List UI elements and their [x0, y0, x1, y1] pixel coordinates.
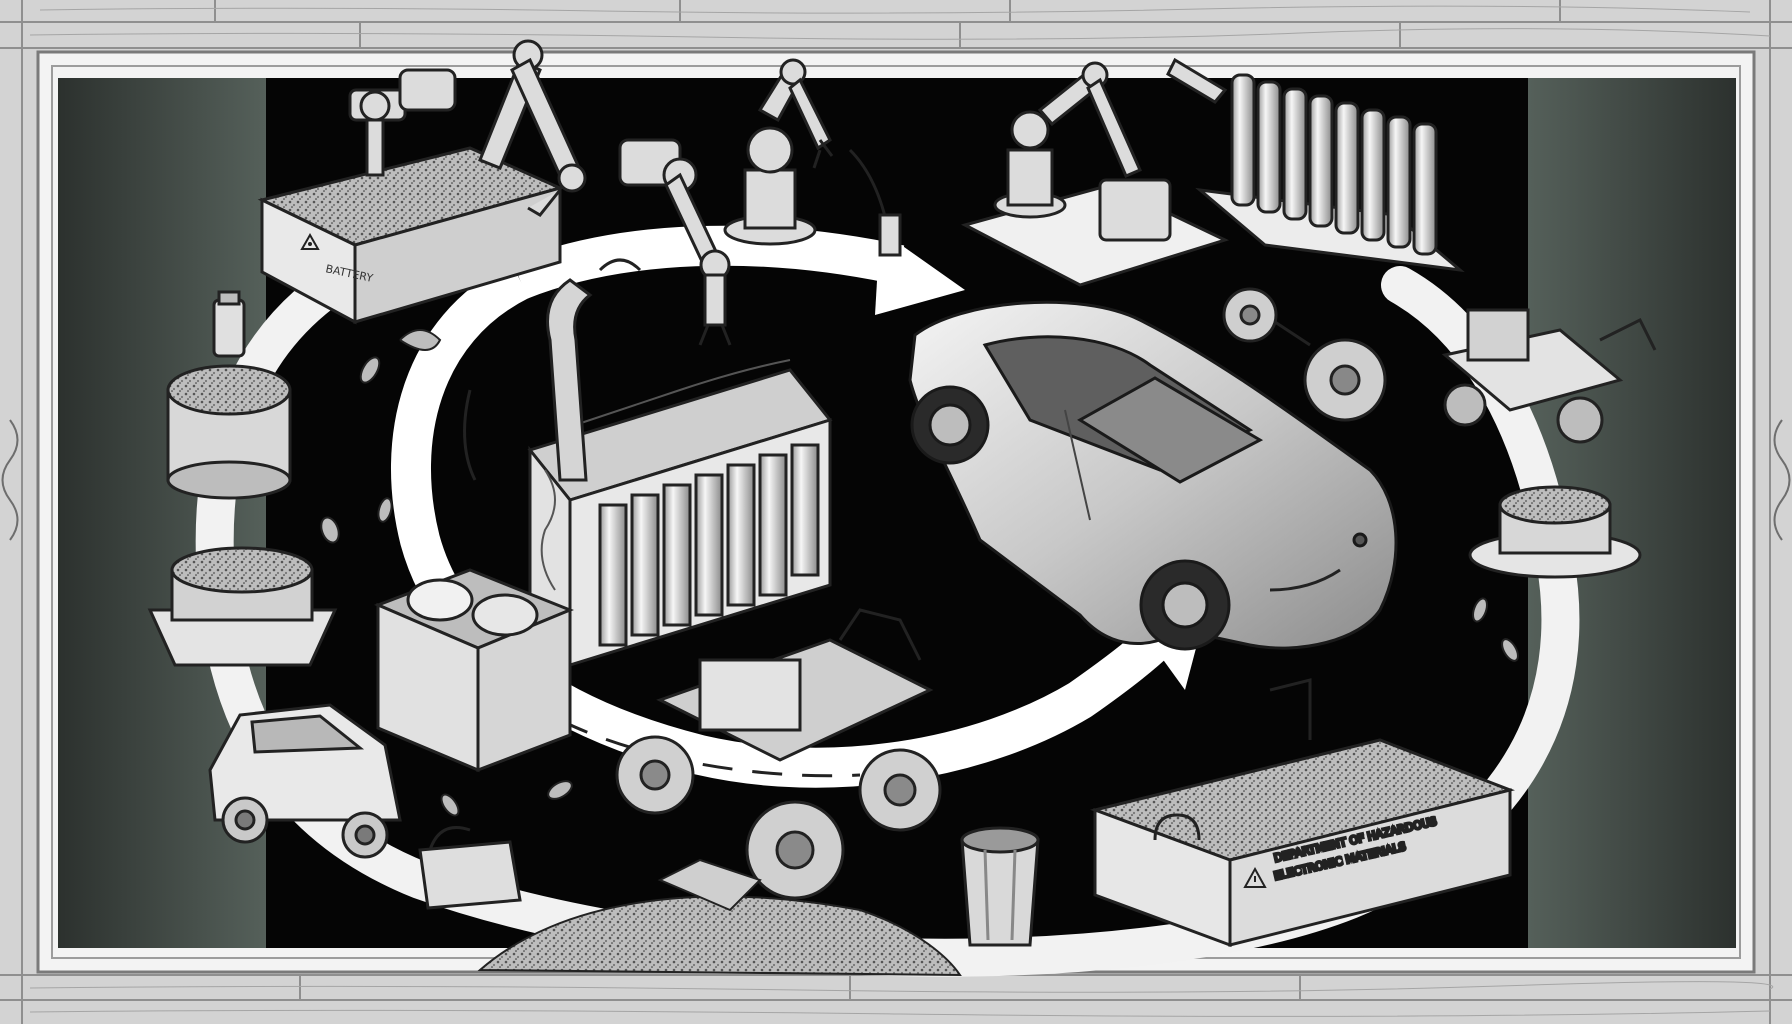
- basket: [418, 826, 522, 910]
- battery-pack-center: [527, 359, 833, 668]
- trash-can: [960, 826, 1040, 947]
- dismantled-tractor: [615, 608, 942, 900]
- gravel-dish-right: [1468, 485, 1642, 579]
- scrap-crate-bottom-right: DEPARTMENT OF HAZARDOUS ELECTRONIC MATER…: [1089, 678, 1515, 948]
- floating-debris: [320, 329, 1519, 817]
- warning-triangle-icon: [1243, 866, 1267, 888]
- parts-crate: [374, 568, 574, 773]
- excavator-right: [1441, 308, 1657, 444]
- electric-car: [908, 300, 1398, 651]
- battery-cells-rack: [1195, 73, 1465, 273]
- gravel-drum-left: [166, 364, 292, 500]
- gravel-tray-left: [147, 546, 338, 667]
- gears: [1222, 287, 1387, 422]
- robot-arm-top-middle: [723, 58, 902, 257]
- small-car-bottom-left: [208, 703, 402, 859]
- canister-left: [212, 290, 246, 358]
- robot-arm-top-right: [960, 57, 1230, 287]
- scrap-pile-bottom: [477, 858, 962, 977]
- recycle-icon: [300, 232, 320, 250]
- robot-arm-top-left: [348, 39, 587, 217]
- vacuum-hose: [546, 258, 642, 482]
- gravel-bin-top-left: BATTERY: [257, 146, 565, 325]
- robot-arm-center: [618, 138, 732, 346]
